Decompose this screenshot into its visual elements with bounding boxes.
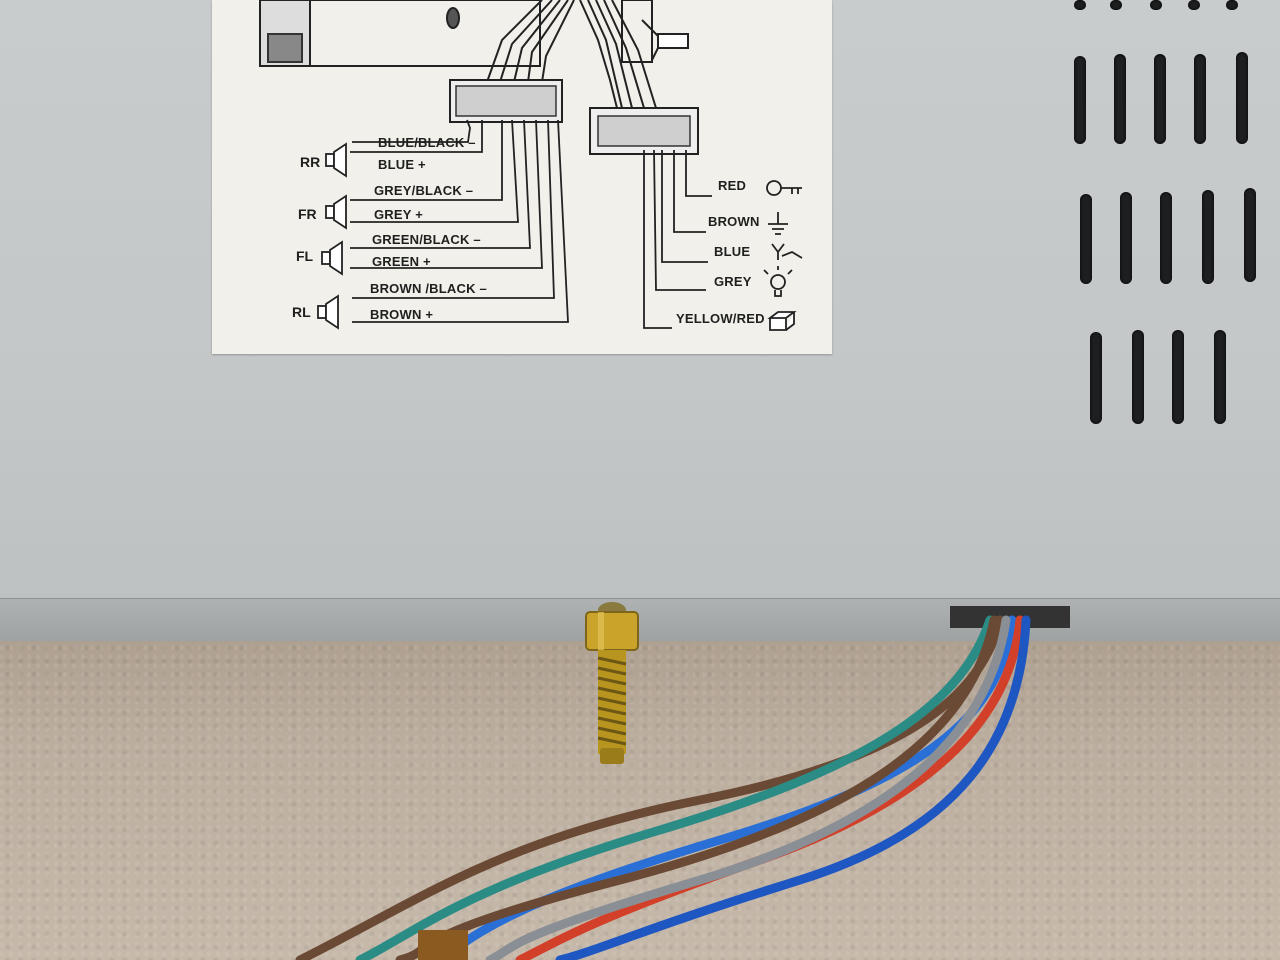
ground-terminal-bolt (585, 602, 639, 764)
vent-slot (1150, 0, 1162, 10)
speaker-icon (325, 142, 347, 178)
wire-label-brown: BROWN (708, 214, 760, 229)
unit-jack (267, 33, 303, 63)
vent-slot (1244, 188, 1256, 282)
wire-label-rl-pos: BROWN + (370, 307, 434, 322)
antenna-icon (771, 243, 803, 260)
speaker-icon (321, 240, 343, 276)
speaker-icon (325, 194, 347, 230)
wire-teal (355, 615, 995, 960)
battery-icon (767, 311, 797, 331)
wiring-diagram (259, 0, 803, 331)
vent-slot (1110, 0, 1122, 10)
speaker-code-rl: RL (292, 304, 311, 320)
speaker-code-fr: FR (298, 206, 317, 222)
wire-label-yellow-red: YELLOW/RED (676, 311, 765, 326)
vent-slot (1074, 56, 1086, 144)
vent-slot (1114, 54, 1126, 144)
vent-slot (1236, 52, 1248, 144)
vent-slot (1172, 330, 1184, 424)
speaker-icon (317, 294, 339, 330)
vent-slot (1160, 192, 1172, 284)
wire-grey (485, 615, 1011, 960)
vent-slot (1132, 330, 1144, 424)
illumination-bulb-icon (763, 266, 793, 297)
wire-blue-2 (555, 615, 1031, 960)
wire-label-blue: BLUE (714, 244, 751, 259)
speaker-code-fl: FL (296, 248, 314, 264)
unit-outline (309, 0, 541, 67)
vent-slot (1214, 330, 1226, 424)
vent-slot (1074, 0, 1086, 10)
vent-slot (1120, 192, 1132, 284)
wire-label-rr-neg: BLUE/BLACK – (378, 135, 476, 150)
speaker-code-rr: RR (300, 154, 321, 170)
wire-label-fl-pos: GREEN + (372, 254, 431, 269)
harness-lines-left (486, 0, 575, 83)
car-radio-housing: RR FR FL RL BLUE/BLACK – BLUE + GREY/BLA… (0, 0, 1280, 641)
vent-slot (1154, 54, 1166, 144)
vent-slot (1080, 194, 1092, 284)
vent-slot (1090, 332, 1102, 424)
wire-label-red: RED (718, 178, 747, 193)
wire-label-grey: GREY (714, 274, 752, 289)
wire-brown (295, 615, 1005, 960)
wire-label-fl-neg: GREEN/BLACK – (372, 232, 481, 247)
wire-label-rl-neg: BROWN /BLACK – (370, 281, 487, 296)
wiring-diagram-label: RR FR FL RL BLUE/BLACK – BLUE + GREY/BLA… (212, 0, 832, 354)
harness-lines-right (579, 0, 657, 109)
wire-label-fr-neg: GREY/BLACK – (374, 183, 474, 198)
vent-slot (1194, 54, 1206, 144)
ignition-key-icon (766, 180, 802, 196)
aerial-plug (657, 33, 689, 49)
unit-screw (446, 7, 460, 29)
ground-icon (768, 212, 788, 235)
wire-label-fr-pos: GREY + (374, 207, 424, 222)
harness-tag (418, 930, 468, 960)
wire-label-rr-pos: BLUE + (378, 157, 426, 172)
vent-slot (1202, 190, 1214, 284)
vent-slot (1188, 0, 1200, 10)
vent-slot (1226, 0, 1238, 10)
